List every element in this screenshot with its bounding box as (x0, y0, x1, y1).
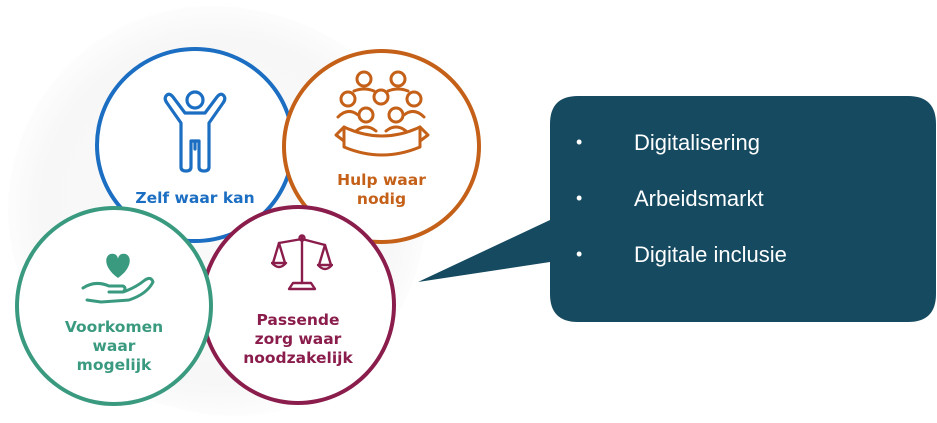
bullet-glyph: • (576, 132, 583, 152)
callout-item: • Digitalisering (568, 128, 787, 157)
circle-zelf-label: Zelf waar kan (99, 189, 291, 208)
circle-voorkomen-label-line-1: Voorkomen (64, 318, 164, 336)
circle-passende-label-line-2: zorg waar (254, 330, 342, 348)
callout-item: • Arbeidsmarkt (568, 184, 787, 213)
circle-passende-label-line-3: noodzakelijk (243, 349, 353, 367)
callout-item-text: Digitalisering (634, 129, 760, 155)
circle-hulp-label-line-2: nodig (356, 190, 407, 208)
callout-item: • Digitale inclusie (568, 240, 787, 269)
circle-voorkomen-label: Voorkomen waar mogelijk (19, 318, 209, 375)
callout-list: • Digitalisering • Arbeidsmarkt • Digita… (568, 128, 787, 296)
bullet-glyph: • (576, 244, 583, 264)
person-arms-raised-icon (163, 90, 227, 173)
scales-icon (271, 234, 333, 291)
group-with-banner-icon (334, 70, 430, 157)
circle-hulp-label: Hulp waar nodig (286, 171, 477, 209)
circle-passende-label-line-1: Passende (256, 311, 340, 329)
circle-zelf-label-line-1: Zelf waar kan (135, 189, 255, 207)
callout-item-text: Digitale inclusie (634, 241, 787, 267)
circle-voorkomen-label-line-2: waar (92, 337, 136, 355)
circle-voorkomen: Voorkomen waar mogelijk (15, 206, 213, 406)
circle-passende-zorg: Passende zorg waar noodzakelijk (200, 205, 396, 405)
bullet-glyph: • (576, 188, 583, 208)
callout-item-text: Arbeidsmarkt (634, 185, 764, 211)
heart-in-hand-icon (81, 253, 155, 304)
circle-passende-label: Passende zorg waar noodzakelijk (204, 311, 392, 368)
circle-hulp-label-line-1: Hulp waar (337, 171, 426, 189)
circle-voorkomen-label-line-3: mogelijk (76, 356, 152, 374)
